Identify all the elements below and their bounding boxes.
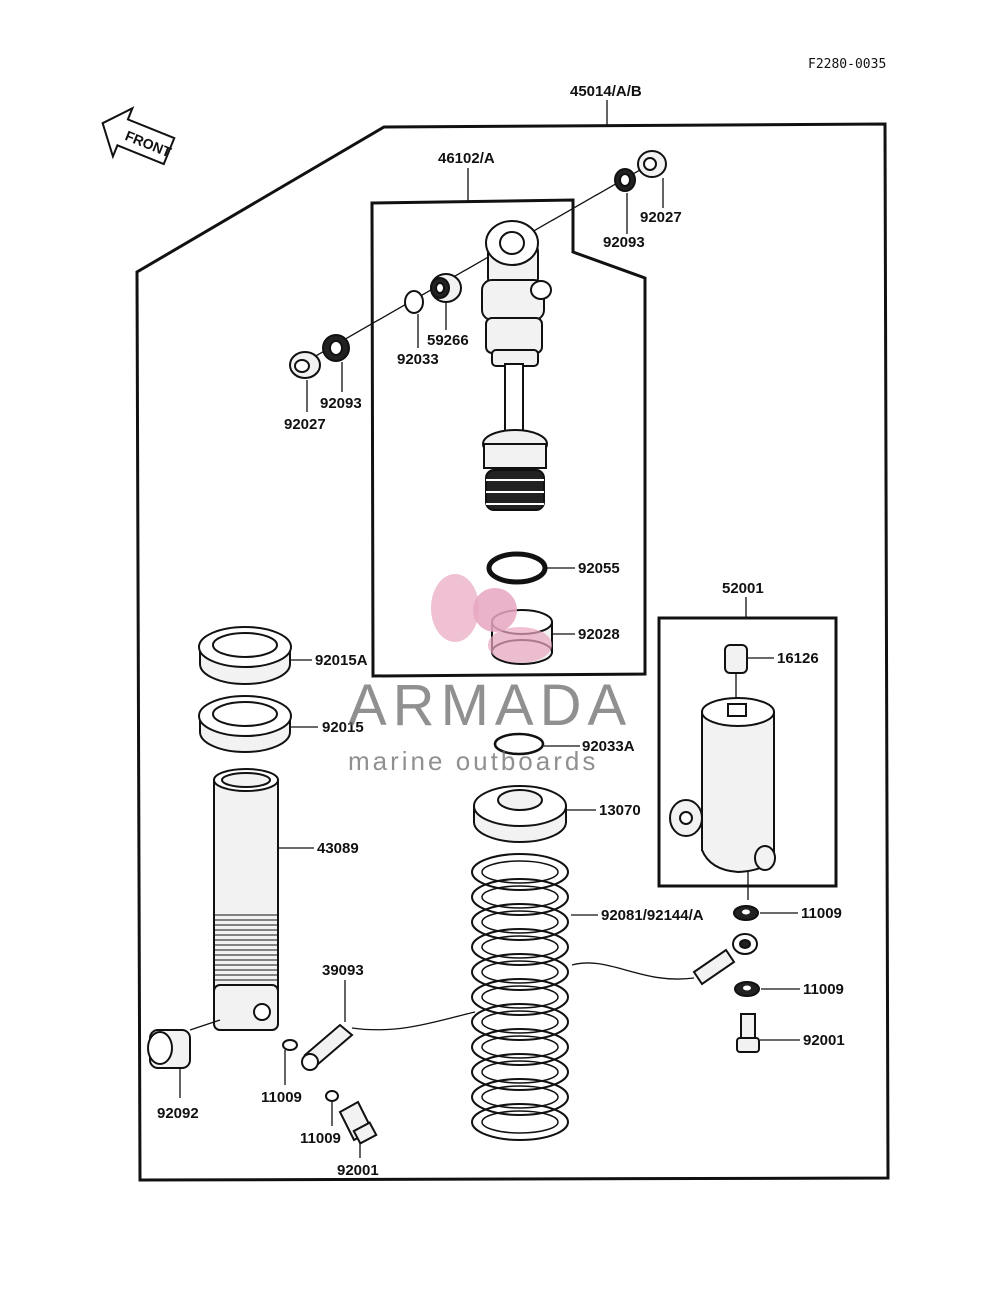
armada-logo-icon bbox=[431, 574, 552, 663]
collar-59266 bbox=[430, 273, 462, 303]
shock-piston-rod bbox=[482, 363, 548, 511]
label-52001: 52001 bbox=[722, 580, 764, 597]
figure-code: F2280-0035 bbox=[808, 57, 886, 72]
label-92001-right: 92001 bbox=[803, 1032, 845, 1049]
lock-nut-92015A bbox=[198, 626, 292, 685]
label-92033A: 92033A bbox=[582, 738, 635, 755]
spring-seat-13070 bbox=[473, 785, 567, 843]
lock-nut-92015 bbox=[198, 695, 292, 753]
washer-11009-b bbox=[325, 1090, 339, 1102]
shock-upper-mount bbox=[481, 220, 552, 367]
label-46102: 46102/A bbox=[438, 150, 495, 167]
label-92092: 92092 bbox=[157, 1105, 199, 1122]
threaded-tube-43089 bbox=[213, 768, 279, 1031]
label-92033: 92033 bbox=[397, 351, 439, 368]
armada-watermark: ARMADA marine outboards bbox=[348, 574, 632, 776]
o-ring-92055 bbox=[486, 551, 548, 585]
label-92001-left: 92001 bbox=[337, 1162, 379, 1179]
front-arrow-icon: FRONT bbox=[101, 106, 176, 166]
label-92055: 92055 bbox=[578, 560, 620, 577]
bushing-92027-left bbox=[289, 351, 321, 379]
label-92028: 92028 bbox=[578, 626, 620, 643]
bushing-92092 bbox=[147, 1029, 191, 1069]
label-59266: 59266 bbox=[427, 332, 469, 349]
label-92081: 92081/92144/A bbox=[601, 907, 704, 924]
watermark-brand: ARMADA bbox=[348, 673, 632, 738]
washer-11009-a bbox=[282, 1039, 298, 1051]
label-11009-b: 11009 bbox=[300, 1130, 341, 1147]
seal-92093-left bbox=[322, 334, 350, 362]
hose-fitting-39093 bbox=[301, 1023, 354, 1071]
label-92015A: 92015A bbox=[315, 652, 368, 669]
label-11009-r1: 11009 bbox=[801, 905, 842, 922]
banjo-bolt-92001-left bbox=[338, 1100, 378, 1145]
label-16126: 16126 bbox=[777, 650, 819, 667]
label-11009-r2: 11009 bbox=[803, 981, 844, 998]
label-13070: 13070 bbox=[599, 802, 641, 819]
bushing-92027-top bbox=[637, 150, 667, 178]
label-92015: 92015 bbox=[322, 719, 364, 736]
label-92093-top: 92093 bbox=[603, 234, 645, 251]
label-92027-left: 92027 bbox=[284, 416, 326, 433]
label-11009-a: 11009 bbox=[261, 1089, 302, 1106]
banjo-hose-end bbox=[692, 933, 758, 986]
reservoir-cap-16126 bbox=[724, 644, 748, 698]
coil-spring-92081 bbox=[471, 853, 569, 1141]
banjo-bolt-92001-right bbox=[736, 1013, 760, 1053]
label-45014: 45014/A/B bbox=[570, 83, 642, 100]
circlip-92033 bbox=[404, 290, 424, 314]
label-43089: 43089 bbox=[317, 840, 359, 857]
watermark-tagline: marine outboards bbox=[348, 746, 598, 776]
reservoir-body bbox=[669, 697, 776, 874]
seal-92093-top bbox=[614, 168, 636, 192]
shock-assembly-boundary bbox=[135, 122, 890, 1182]
label-92093-left: 92093 bbox=[320, 395, 362, 412]
label-39093: 39093 bbox=[322, 962, 364, 979]
body-boundary bbox=[370, 198, 647, 678]
snap-ring-92033A bbox=[493, 732, 545, 756]
label-92027-top: 92027 bbox=[640, 209, 682, 226]
